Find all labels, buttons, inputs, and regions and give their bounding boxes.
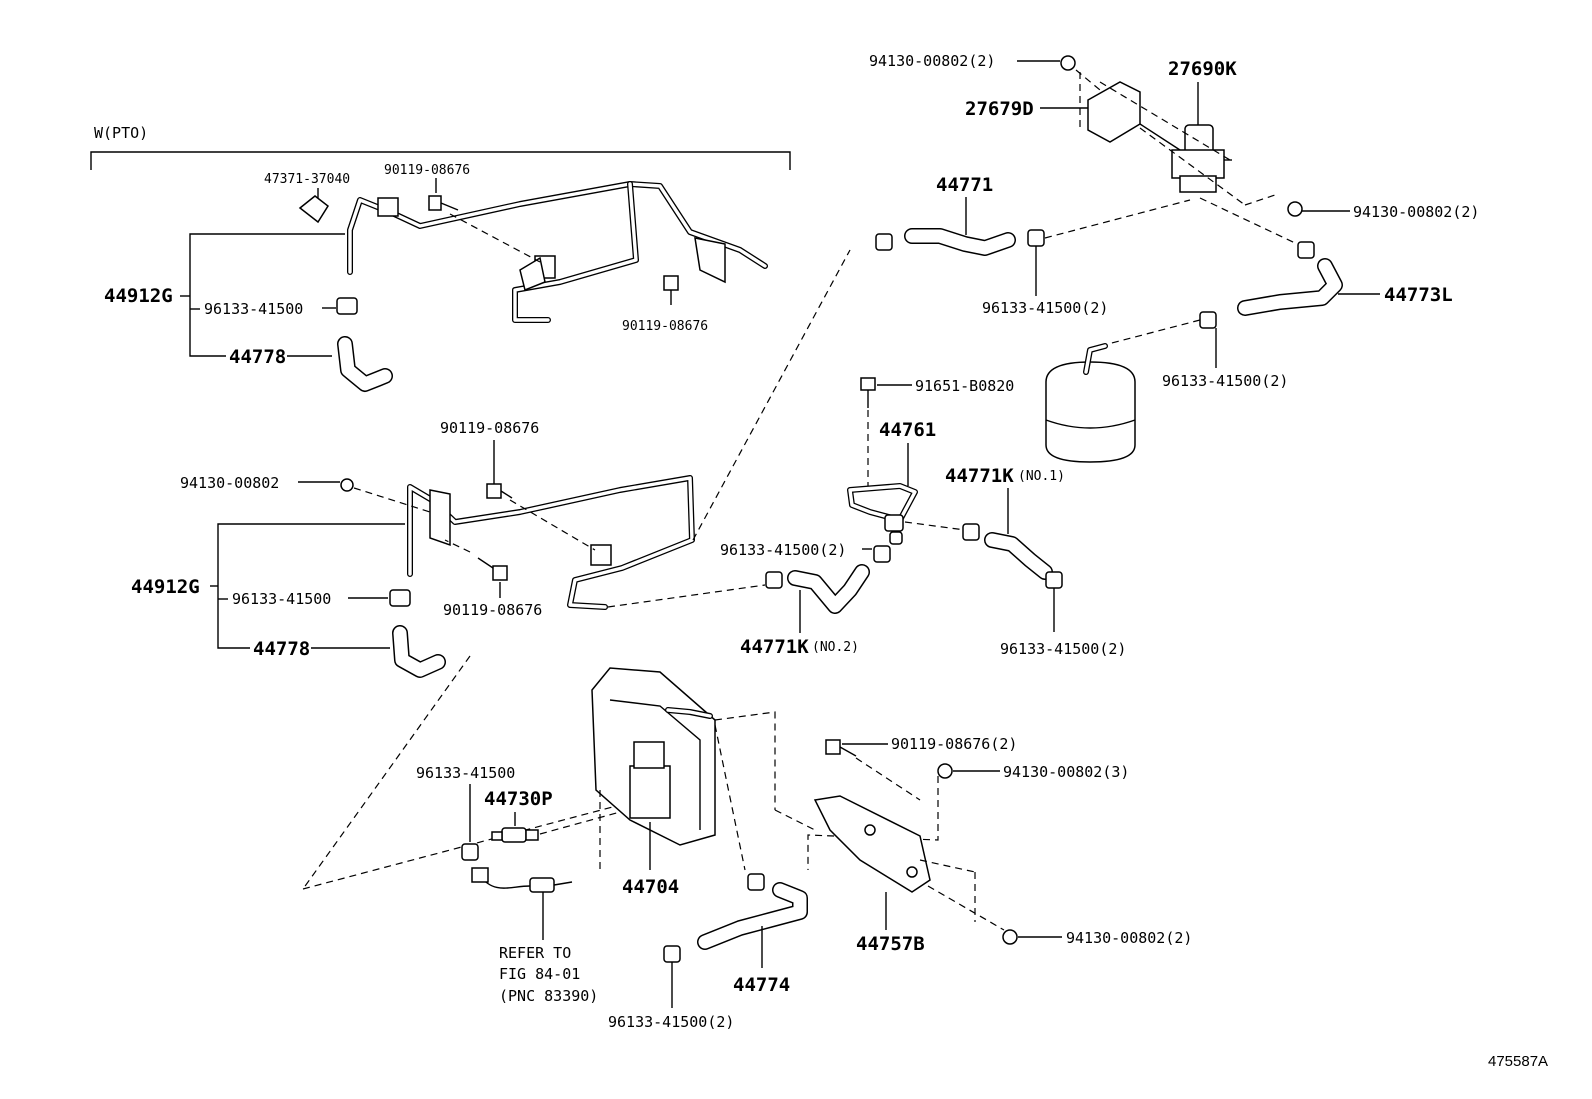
clamp-44771k-1-right — [1045, 571, 1063, 589]
clamp-96133-d — [1199, 311, 1217, 329]
label-96133-41500-h: 96133-41500(2) — [608, 1013, 734, 1031]
label-94130-00802-a: 94130-00802 — [180, 474, 279, 492]
nut-94130-b — [937, 763, 953, 779]
mount-plate — [429, 489, 451, 547]
hose-44778-b — [392, 625, 446, 678]
label-44773l: 44773L — [1384, 284, 1453, 306]
label-44704: 44704 — [622, 876, 679, 898]
sensor-44730p — [491, 827, 539, 843]
nut-94130-c — [1002, 929, 1018, 945]
clamp-44771k-2-left — [765, 571, 783, 589]
reservoir-tank-44704 — [591, 667, 716, 846]
label-96133-41500-e: 96133-41500(2) — [720, 541, 846, 559]
refer-line-2: FIG 84-01 — [499, 965, 580, 983]
hose-44771k-1 — [984, 532, 1053, 580]
bracket-27679d — [1087, 81, 1181, 151]
label-44771: 44771 — [936, 174, 993, 196]
bolt-90119-e — [825, 739, 857, 757]
label-90119-08676-e: 90119-08676(2) — [891, 735, 1017, 753]
label-44771k-2-note: (NO.2) — [812, 640, 859, 655]
label-44771k-1-note: (NO.1) — [1018, 469, 1065, 484]
label-44778-a: 44778 — [229, 346, 286, 368]
pipe-44761 — [847, 483, 918, 545]
section-title: W(PTO) — [94, 124, 148, 142]
label-94130-00802-b: 94130-00802(3) — [1003, 763, 1129, 781]
tube-clamp-bracket — [590, 544, 612, 566]
label-90119-08676-d: 90119-08676 — [443, 601, 542, 619]
bolt-90119-a — [428, 195, 459, 211]
clamp-96133-g — [461, 843, 479, 861]
label-27690k: 27690K — [1168, 58, 1237, 80]
vsv-27690k — [1171, 124, 1232, 193]
label-96133-41500-d: 96133-41500(2) — [1162, 372, 1288, 390]
label-44730p: 44730P — [484, 788, 553, 810]
bolt-90119-b — [663, 275, 679, 305]
label-94130-00802-right: 94130-00802(2) — [1353, 203, 1479, 221]
pto-bracket-line — [90, 151, 791, 170]
label-94130-00802-top: 94130-00802(2) — [869, 52, 995, 70]
label-96133-41500-b: 96133-41500 — [232, 590, 331, 608]
level-switch-wire — [471, 867, 573, 893]
clamp-44773l — [1297, 241, 1315, 259]
clamp-44771-left — [875, 233, 893, 251]
clamp-44771-right — [1027, 229, 1045, 247]
nut-94130-a — [340, 478, 354, 492]
mount-plate — [519, 256, 546, 292]
label-96133-41500-f: 96133-41500(2) — [1000, 640, 1126, 658]
label-96133-41500-g: 96133-41500 — [416, 764, 515, 782]
clamp-96133-a — [336, 297, 358, 315]
label-44774: 44774 — [733, 974, 790, 996]
refer-line-3: (PNC 83390) — [499, 987, 598, 1005]
clamp-96133-h — [663, 945, 681, 963]
bolt-90119-c — [486, 483, 513, 499]
bolt-91651 — [860, 377, 876, 408]
hose-44771 — [904, 228, 1016, 256]
clamp-44774-top — [747, 873, 765, 891]
figure-id: 475587A — [1488, 1053, 1548, 1070]
label-44912g-a: 44912G — [104, 285, 173, 307]
nut-94130-right — [1287, 201, 1303, 217]
label-96133-41500-a: 96133-41500 — [204, 300, 303, 318]
label-94130-00802-c: 94130-00802(2) — [1066, 929, 1192, 947]
label-91651-b0820: 91651-B0820 — [915, 377, 1014, 395]
hose-44773l — [1237, 258, 1343, 316]
clamp-44771k-1-left — [962, 523, 980, 541]
canister — [1045, 343, 1136, 463]
nut-94130-top — [1060, 55, 1076, 71]
tube-assembly-middle — [407, 475, 695, 610]
label-44778-b: 44778 — [253, 638, 310, 660]
label-44757b: 44757B — [856, 933, 925, 955]
label-90119-08676-b: 90119-08676 — [622, 319, 708, 334]
label-90119-08676-a: 90119-08676 — [384, 163, 470, 178]
label-44771k-2: 44771K — [740, 636, 809, 658]
bolt-90119-d — [477, 557, 508, 581]
label-47371-37040: 47371-37040 — [264, 172, 350, 187]
clamp-96133-e — [873, 545, 891, 563]
hose-44771k-2 — [787, 564, 870, 614]
label-96133-41500-c: 96133-41500(2) — [982, 299, 1108, 317]
label-44912g-b: 44912G — [131, 576, 200, 598]
hose-44774 — [697, 882, 808, 950]
tube-assembly-upper — [347, 181, 768, 323]
label-44771k-1: 44771K — [945, 465, 1014, 487]
clip-47371 — [298, 195, 329, 224]
tube-clamp-bracket — [377, 197, 399, 217]
bracket-44757b — [813, 795, 931, 893]
hose-44778-a — [337, 336, 393, 392]
label-44761: 44761 — [879, 419, 936, 441]
refer-line-1: REFER TO — [499, 944, 571, 962]
label-90119-08676-c: 90119-08676 — [440, 419, 539, 437]
mount-plate — [694, 237, 726, 284]
label-27679d: 27679D — [965, 98, 1034, 120]
clamp-96133-b — [389, 589, 411, 607]
